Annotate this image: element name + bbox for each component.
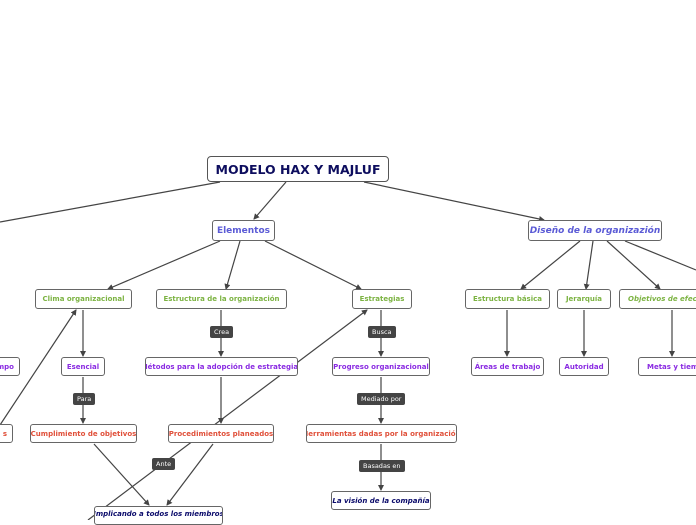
- node-implicando-miembros[interactable]: Implicando a todos los miembros: [94, 506, 223, 525]
- node-vision-compania[interactable]: La visión de la compañía: [331, 491, 431, 510]
- edge-diseno-objetivos: [606, 240, 661, 290]
- edge-root-diseno: [363, 181, 545, 222]
- label-busca: Busca: [368, 326, 396, 338]
- node-diseno-organizacion[interactable]: Diseño de la organizazión: [528, 220, 662, 241]
- node-estrategias[interactable]: Estrategias: [352, 289, 412, 309]
- edge-elementos-estrategias: [264, 240, 362, 290]
- node-herramientas-organizacion[interactable]: Herramientas dadas por la organización: [306, 424, 457, 443]
- label-para: Para: [73, 393, 96, 405]
- node-estructura-basica[interactable]: Estructura básica: [465, 289, 550, 309]
- edge-diseno-estructura-basica: [520, 240, 581, 290]
- node-elementos[interactable]: Elementos: [212, 220, 275, 241]
- root-node-title[interactable]: MODELO HAX Y MAJLUF: [207, 156, 389, 182]
- node-procedimientos-planeados[interactable]: Procedimientos planeados: [168, 424, 274, 443]
- edge-ante-to-estrategias: [87, 309, 368, 520]
- node-tiempo-partial[interactable]: mpo: [0, 357, 20, 376]
- node-cumplimiento-objetivos[interactable]: Cumplimiento de objetivos: [30, 424, 137, 443]
- node-areas-trabajo[interactable]: Áreas de trabajo: [471, 357, 544, 376]
- node-jerarquia[interactable]: Jerarquía: [557, 289, 611, 309]
- node-progreso-organizacional[interactable]: Progreso organizacional: [332, 357, 430, 376]
- node-estructura-organizacion[interactable]: Estructura de la organización: [156, 289, 287, 309]
- node-esencial[interactable]: Esencial: [61, 357, 105, 376]
- edge-cumplimiento-implicando: [93, 443, 150, 506]
- edge-elementos-estructura: [224, 240, 241, 290]
- label-basadas-en: Basadas en: [359, 460, 405, 472]
- edge-root-left: [0, 181, 221, 223]
- edge-elementos-clima: [107, 240, 221, 290]
- edge-diseno-jerarquia: [583, 240, 594, 290]
- edge-diseno-right: [624, 240, 696, 271]
- label-mediado-por: Mediado por: [357, 393, 406, 405]
- node-clima-organizacional[interactable]: Clima organizacional: [35, 289, 132, 309]
- node-metas-tiempo[interactable]: Metas y tiempo: [638, 357, 696, 376]
- label-crea: Crea: [210, 326, 234, 338]
- node-autoridad[interactable]: Autoridad: [559, 357, 609, 376]
- edge-left-to-clima: [0, 309, 77, 426]
- label-ante: Ante: [152, 458, 176, 470]
- node-objetivos-efec[interactable]: Objetivos de efec: [619, 289, 696, 309]
- edge-procedimientos-implicando: [166, 443, 214, 506]
- node-s-partial[interactable]: s: [0, 424, 13, 443]
- node-metodos-estrategias[interactable]: Métodos para la adopción de estrategias: [145, 357, 298, 376]
- edge-root-elementos: [253, 181, 287, 220]
